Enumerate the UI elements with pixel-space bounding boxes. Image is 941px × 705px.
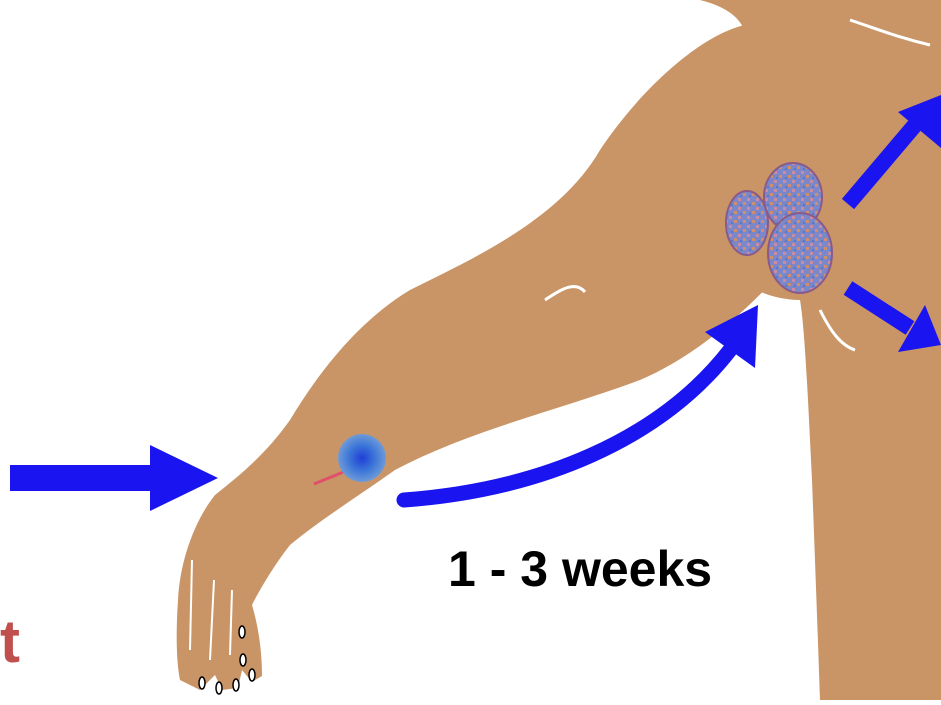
time-caption: 1 - 3 weeks xyxy=(448,540,712,598)
fingernail xyxy=(239,626,245,638)
fingernail xyxy=(249,669,255,681)
direction-arrow xyxy=(10,445,218,511)
fingernail xyxy=(199,677,205,689)
swollen-lymph-node xyxy=(726,191,768,255)
cropped-text-fragment: t xyxy=(0,612,20,672)
swollen-lymph-node xyxy=(768,213,832,293)
inoculation-lesion xyxy=(338,434,386,482)
fingernail xyxy=(240,654,246,666)
fingernail xyxy=(216,682,222,694)
fingernail xyxy=(233,679,239,691)
